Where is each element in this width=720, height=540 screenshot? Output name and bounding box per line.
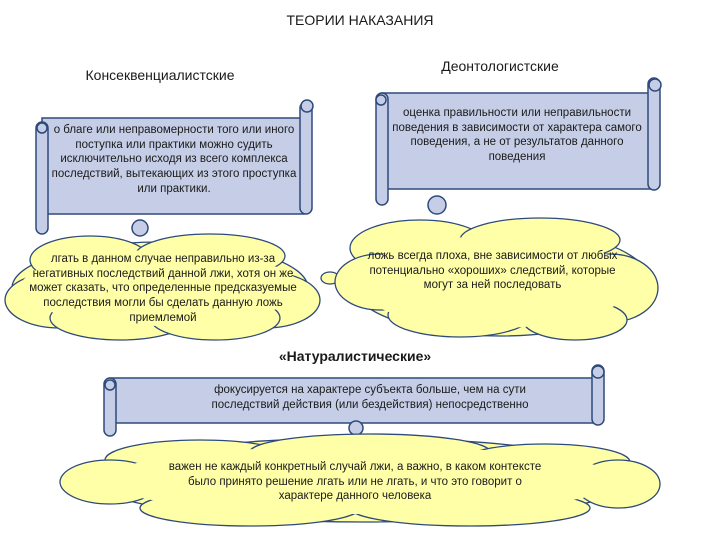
consequentialist-cloud: [4, 233, 353, 341]
naturalistic-definition: фокусируется на характере субъекта больш…: [211, 384, 529, 411]
page-title: ТЕОРИИ НАКАЗАНИЯ: [286, 12, 434, 28]
naturalistic-cloud: [59, 433, 661, 527]
naturalistic-heading: «Натуралистические»: [278, 348, 432, 364]
deontological-cloud: [334, 217, 659, 341]
consequentialist-scroll: [35, 99, 314, 237]
deontological-heading: Деонтологистские: [441, 58, 559, 74]
deontological-definition: оценка правильности или неправильности п…: [392, 107, 642, 164]
deontological-scroll: [375, 77, 662, 215]
consequentialist-heading: Консеквенциалистские: [85, 67, 235, 83]
deontological-example: ложь всегда плоха, вне зависимости от лю…: [367, 250, 618, 292]
consequentialist-example: лгать в данном случае неправильно из-за …: [29, 253, 297, 324]
naturalistic-example: важен не каждый конкретный случай лжи, а…: [168, 461, 542, 503]
naturalistic-scroll: [103, 364, 605, 437]
consequentialist-definition: о благе или неправомерности того или ино…: [51, 124, 297, 195]
